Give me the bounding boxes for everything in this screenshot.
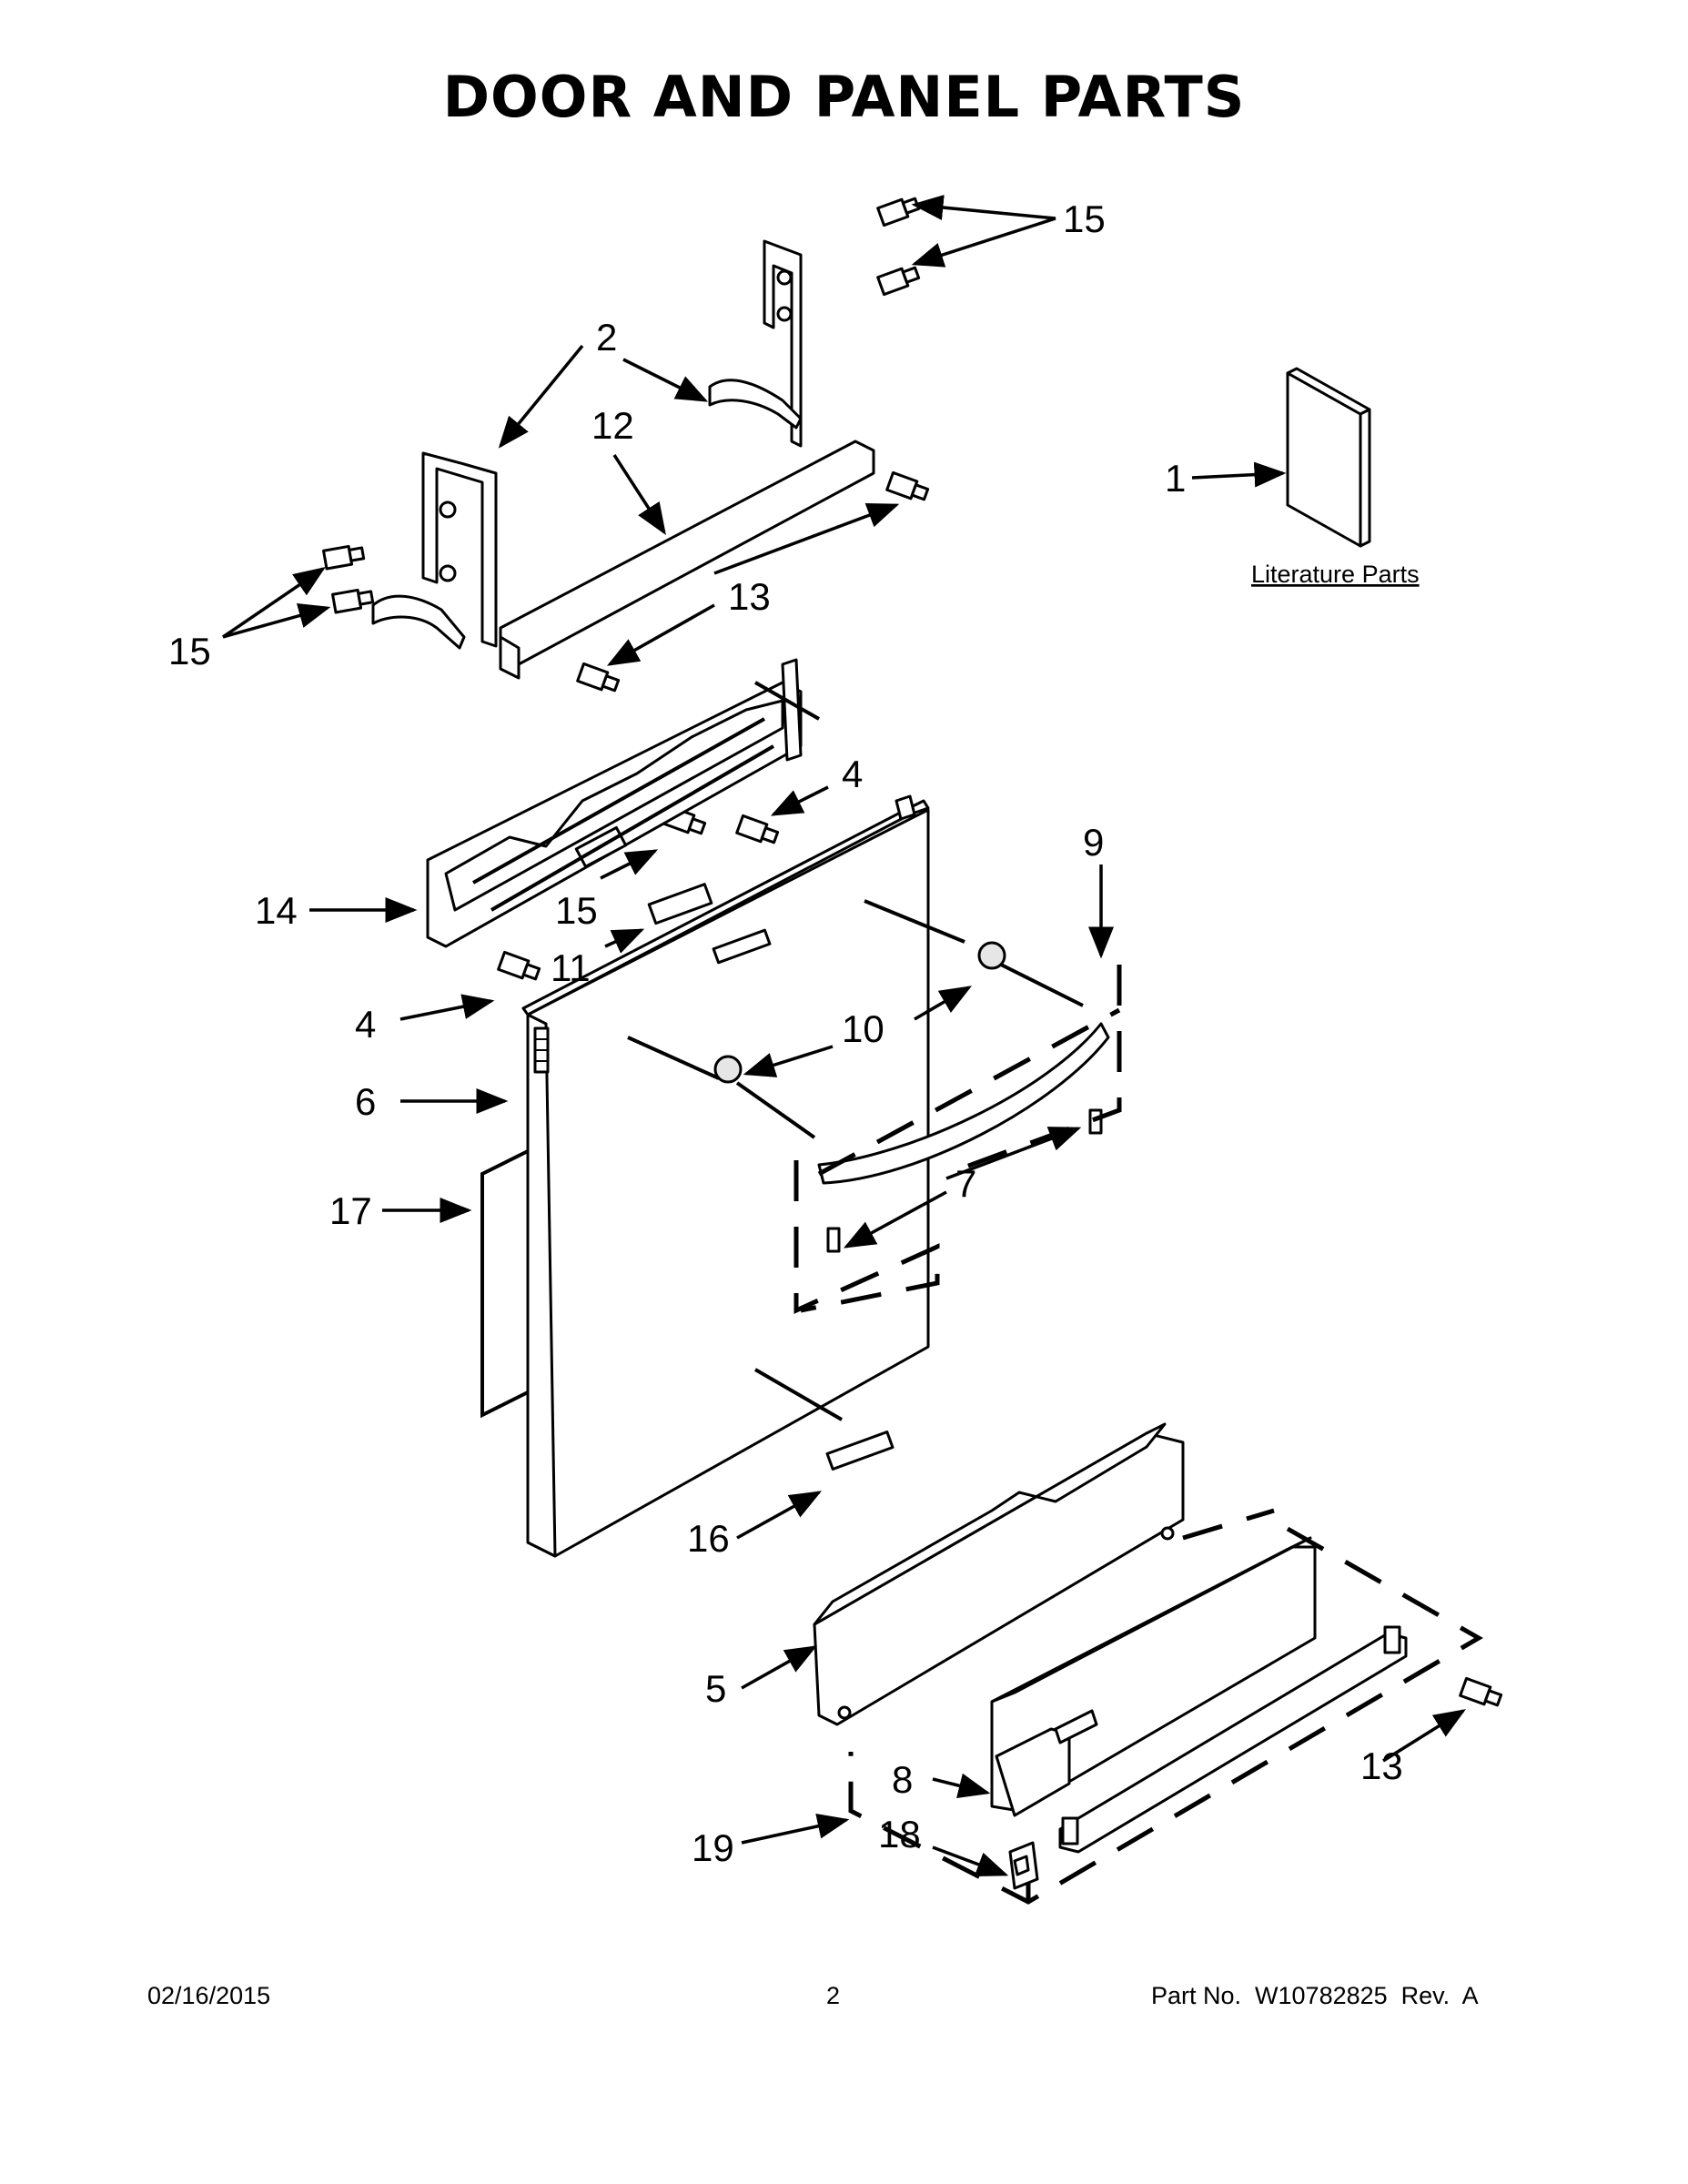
toe-panel-strip — [1058, 1625, 1408, 1854]
panel-clip — [1008, 1841, 1039, 1890]
leader-arrows — [222, 195, 1466, 1877]
callout-13: 13 — [728, 575, 771, 618]
toe-panel-insulation — [990, 1536, 1317, 1817]
handle-insert-plate — [647, 883, 713, 925]
callout-15: 15 — [1063, 197, 1106, 240]
footer-part-number: Part No. W10782825 Rev. A — [1151, 1982, 1479, 2009]
callout-5: 5 — [705, 1667, 726, 1710]
support-rail — [499, 440, 875, 680]
callout-14: 14 — [255, 889, 298, 932]
callout-8: 8 — [892, 1758, 913, 1801]
footer-date: 02/16/2015 — [147, 1982, 271, 2009]
assembly-axis-lines — [627, 681, 1084, 1421]
callout-17: 17 — [329, 1189, 372, 1232]
control-console — [426, 658, 803, 948]
callout-18: 18 — [878, 1813, 921, 1855]
footer-page-number: 2 — [826, 1982, 841, 2009]
callout-11: 11 — [551, 946, 591, 989]
toe-panel-bracket — [813, 1422, 1185, 1726]
callout-9: 9 — [1083, 821, 1104, 864]
literature-parts-booklet — [1286, 367, 1371, 548]
page-title: DOOR AND PANEL PARTS — [442, 64, 1246, 130]
callout-10: 10 — [842, 1007, 884, 1050]
callout-6: 6 — [355, 1080, 376, 1123]
mounting-bracket-right — [708, 239, 803, 448]
callout-1: 1 — [1165, 457, 1186, 500]
callout-3: 12 — [591, 404, 634, 447]
door-gasket — [480, 1149, 529, 1419]
door-panel — [521, 794, 930, 1558]
door-handle — [713, 941, 1110, 1253]
vent-grille — [533, 1026, 550, 1074]
callout-15: 15 — [168, 630, 211, 672]
literature-parts-label: Literature Parts — [1251, 561, 1420, 588]
callout-15: 15 — [555, 889, 598, 932]
callout-4: 4 — [842, 753, 863, 795]
callout-19: 19 — [692, 1826, 734, 1869]
callout-4: 4 — [355, 1003, 376, 1046]
callout-7: 7 — [955, 1162, 976, 1205]
screws — [322, 197, 1503, 1707]
callout-labels: 15 2 12 1 Literature Parts 13 15 4 9 14 … — [168, 197, 1420, 1869]
callout-16: 16 — [687, 1517, 730, 1560]
callout-2: 2 — [596, 316, 617, 359]
handle-dashed-outline — [793, 965, 1122, 1314]
callout-12: 13 — [1360, 1744, 1403, 1787]
mounting-bracket-left — [371, 451, 498, 650]
